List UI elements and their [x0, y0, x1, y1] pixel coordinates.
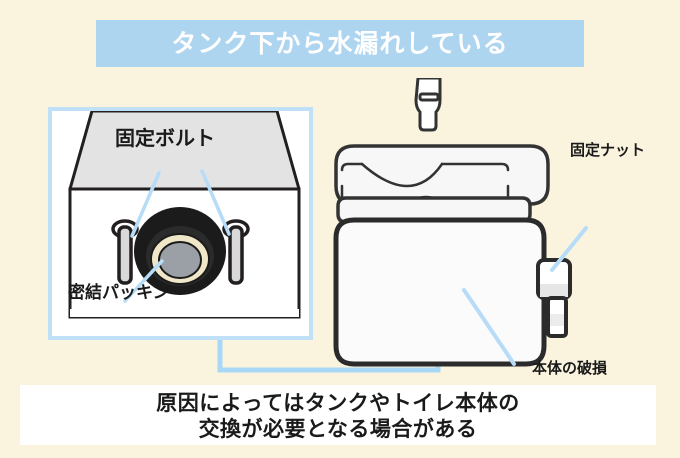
tank-bottom-detail-panel [48, 107, 313, 340]
tank-bottom-drawing [68, 111, 301, 319]
label-fixing-nut: 固定ナット [570, 141, 646, 159]
title-text: タンク下から水漏れしている [171, 29, 509, 58]
toilet-tank-illustration [333, 78, 588, 367]
fixing-nut-shape [536, 258, 572, 338]
caption-line-2: 交換が必要となる場合がある [198, 417, 478, 441]
label-body-damage: 本体の破損 [532, 359, 608, 377]
title-banner: タンク下から水漏れしている [96, 20, 584, 67]
tank-body-shape [333, 196, 547, 367]
packing-gasket-shape [134, 207, 226, 295]
caption-block: 原因によってはタンクやトイレ本体の 交換が必要となる場合がある [20, 388, 656, 444]
bolt-right-shape [222, 219, 250, 285]
leader-fixing-nut [550, 226, 588, 272]
caption-line-1: 原因によってはタンクやトイレ本体の [156, 390, 520, 415]
caption-band [20, 385, 656, 445]
leader-bolt-left [130, 171, 161, 238]
faucet-shape [414, 78, 442, 132]
leader-body-damage [462, 288, 516, 366]
label-fixing-bolt: 固定ボルト [115, 126, 215, 150]
tank-top-shape [334, 144, 550, 209]
leader-bolt-right [200, 169, 231, 236]
bolt-left-shape [111, 219, 139, 285]
leader-packing [123, 259, 164, 303]
label-sealing-packing: 密結パッキン [68, 283, 170, 303]
